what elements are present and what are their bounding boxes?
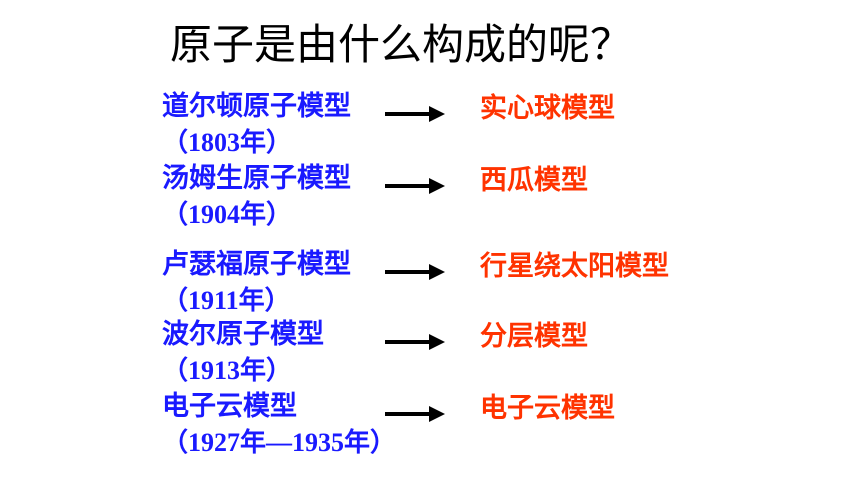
model-row-dalton: 道尔顿原子模型 （1803年） 实心球模型 (0, 90, 860, 170)
model-name: 电子云模型 (162, 391, 297, 422)
model-description: 分层模型 (480, 321, 588, 352)
model-description: 西瓜模型 (480, 165, 588, 196)
model-year: （1904年） (162, 200, 293, 229)
model-description: 电子云模型 (480, 393, 615, 424)
slide-title: 原子是由什么构成的呢？ (170, 20, 633, 69)
model-row-electron-cloud: 电子云模型 （1927年—1935年） 电子云模型 (0, 390, 860, 470)
right-arrow-icon (385, 264, 445, 280)
model-year: （1927年—1935年） (162, 428, 397, 457)
model-year: （1913年） (162, 356, 293, 385)
model-year: （1803年） (162, 128, 293, 157)
model-name: 卢瑟福原子模型 (162, 249, 351, 280)
right-arrow-icon (385, 178, 445, 194)
model-row-bohr: 波尔原子模型 （1913年） 分层模型 (0, 318, 860, 398)
model-row-thomson: 汤姆生原子模型 （1904年） 西瓜模型 (0, 162, 860, 242)
model-year: （1911年） (162, 286, 291, 315)
right-arrow-icon (385, 334, 445, 350)
model-name: 道尔顿原子模型 (162, 91, 351, 122)
right-arrow-icon (385, 106, 445, 122)
model-name: 汤姆生原子模型 (162, 163, 351, 194)
right-arrow-icon (385, 406, 445, 422)
model-row-rutherford: 卢瑟福原子模型 （1911年） 行星绕太阳模型 (0, 248, 860, 328)
model-name: 波尔原子模型 (162, 319, 324, 350)
model-description: 实心球模型 (480, 93, 615, 124)
model-description: 行星绕太阳模型 (480, 251, 669, 282)
